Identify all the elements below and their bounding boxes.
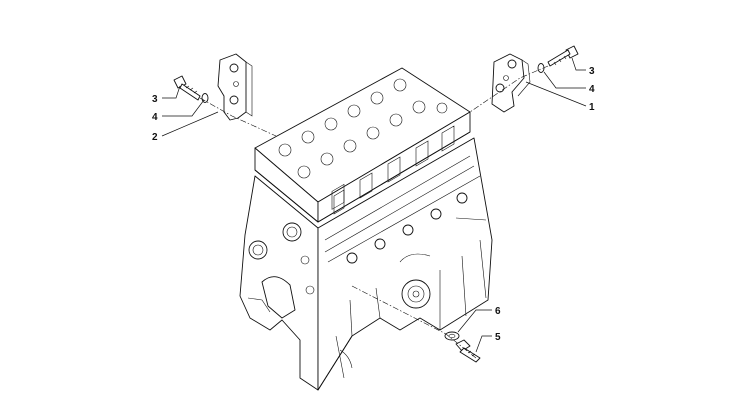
engine-block	[239, 67, 493, 391]
callout-right-bracket: 1	[589, 102, 595, 113]
lower-washer-icon	[444, 331, 460, 341]
block-front-details	[247, 222, 315, 319]
right-bolt-icon	[547, 45, 579, 67]
callout-left-bolt: 3	[152, 94, 158, 105]
left-lifting-bracket	[217, 53, 253, 121]
left-bolt-icon	[173, 75, 201, 101]
callout-lower-bolt: 5	[495, 332, 501, 343]
callout-lower-washer: 6	[495, 306, 501, 317]
callout-right-washer: 4	[589, 84, 595, 95]
head-ports	[331, 125, 455, 215]
right-lifting-bracket	[491, 53, 531, 113]
block-side-details	[324, 155, 487, 379]
head-bolt-bosses	[278, 78, 448, 179]
callout-right-bolt: 3	[589, 66, 595, 77]
lower-assembly-centerline	[351, 285, 477, 359]
left-assembly-centerline	[199, 97, 277, 137]
callout-left-bracket: 2	[152, 132, 158, 143]
left-washer-icon	[201, 93, 209, 103]
callout-left-washer: 4	[152, 112, 158, 123]
right-assembly-centerline	[469, 65, 549, 113]
lower-bolt-icon	[455, 339, 481, 363]
leader-lines	[161, 57, 587, 353]
